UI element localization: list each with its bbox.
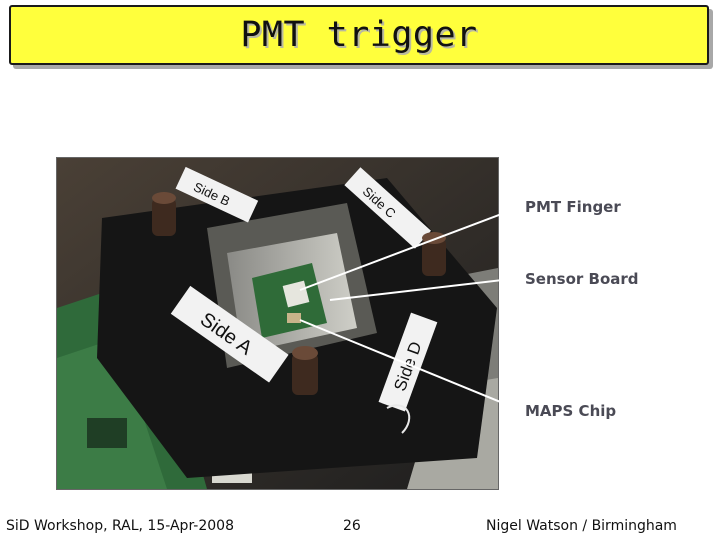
footer-left: SiD Workshop, RAL, 15-Apr-2008 (6, 518, 234, 534)
slide-title: PMT trigger (240, 15, 478, 55)
title-banner: PMT trigger (9, 5, 709, 65)
sensor-board-leader (329, 277, 521, 301)
maps-chip-leader (299, 319, 521, 411)
photo-illustration: Side A Side B Side C Side D (57, 158, 498, 489)
apparatus-photo: Side A Side B Side C Side D (56, 157, 499, 490)
callout-sensor-board: Sensor Board (525, 270, 639, 288)
pmt-finger-leader (299, 206, 521, 291)
callout-pmt-finger: PMT Finger (525, 198, 621, 216)
callout-maps-chip: MAPS Chip (525, 402, 617, 420)
footer-page-number: 26 (343, 518, 361, 534)
footer-right: Nigel Watson / Birmingham (486, 518, 677, 534)
